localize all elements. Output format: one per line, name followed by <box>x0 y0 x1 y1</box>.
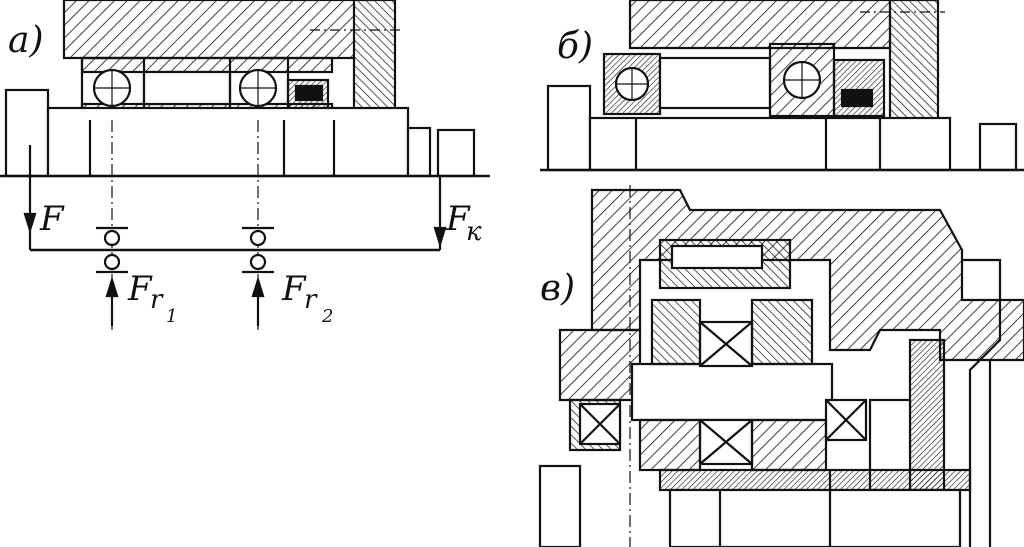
svg-text:F: F <box>127 269 153 309</box>
svg-text:2: 2 <box>321 306 333 327</box>
force-f-label: F <box>39 199 65 239</box>
svg-text:к: к <box>466 217 482 247</box>
panel-b <box>540 0 1024 172</box>
panel-a <box>0 0 490 330</box>
svg-text:1: 1 <box>166 306 177 327</box>
panel-v <box>538 185 1024 547</box>
svg-text:F: F <box>445 199 471 239</box>
svg-text:F: F <box>281 269 307 309</box>
panel-b-label: б) <box>557 26 593 67</box>
svg-text:r: r <box>304 285 318 315</box>
force-fk-label: F к <box>445 199 482 247</box>
panel-a-label: a) <box>8 20 44 61</box>
force-fr2-label: F r 2 <box>281 269 333 327</box>
svg-text:r: r <box>150 285 164 315</box>
force-fr1-label: F r 1 <box>127 269 177 327</box>
panel-v-label: в) <box>540 268 575 309</box>
